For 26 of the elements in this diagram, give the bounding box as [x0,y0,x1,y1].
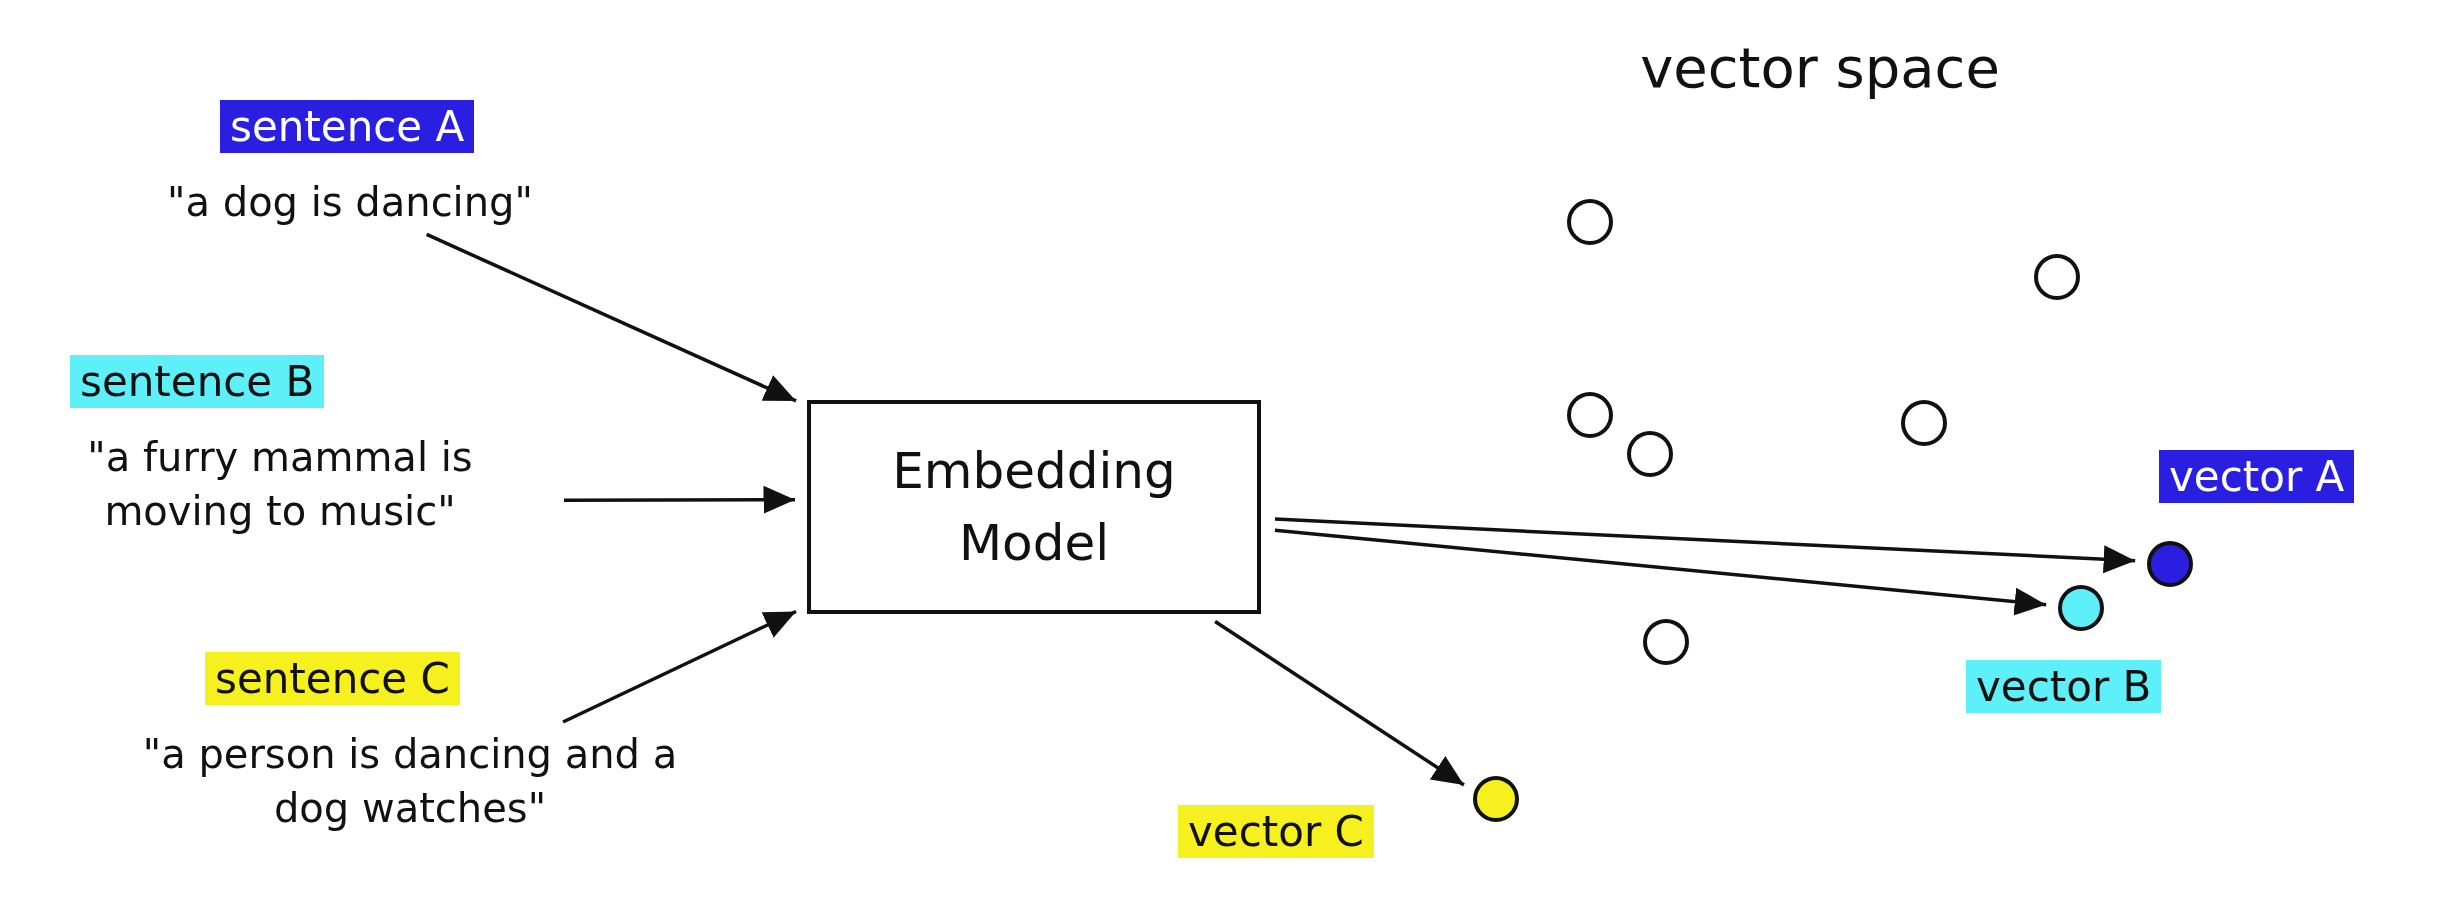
highlight-label: sentence A [220,100,475,153]
highlight-label: sentence B [70,355,325,408]
process-box: Embedding Model [807,400,1261,614]
point-marker [1643,619,1689,665]
arrow [425,232,797,403]
vector-label: vector C [1178,805,1374,858]
vector-label: vector A [2159,450,2355,503]
point-marker [1567,199,1613,245]
arrow [1214,620,1465,787]
point-marker [1567,392,1613,438]
input-sentence: "a person is dancing and a dog watches" [141,730,679,833]
arrow [564,485,795,514]
point-marker [2034,254,2080,300]
vector-point [2058,585,2104,631]
point-marker [1901,400,1947,446]
input-sentence: "a furry mammal is moving to music" [86,433,474,536]
vector-point [2147,541,2193,587]
vector-point [1473,776,1519,822]
point-marker [1627,431,1673,477]
chart-title: vector space [1639,35,2001,100]
arrow [1274,517,2136,574]
highlight-label: sentence C [205,652,460,705]
arrow [1274,528,2047,616]
arrow [562,609,797,724]
input-sentence: "a dog is dancing" [166,178,534,227]
vector-label: vector B [1966,660,2162,713]
